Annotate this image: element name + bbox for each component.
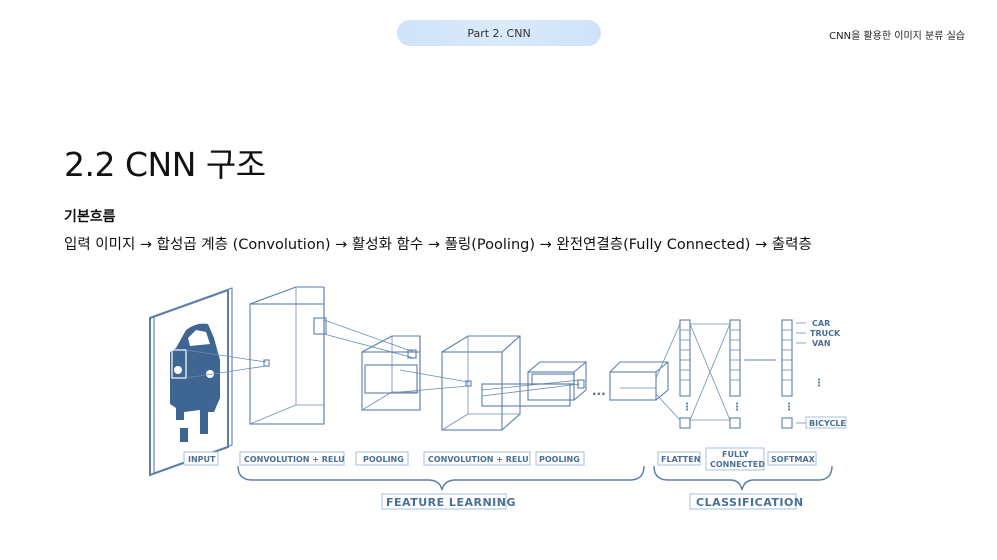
car-icon	[170, 323, 220, 442]
group-feature-learning: FEATURE LEARNING	[386, 496, 516, 509]
svg-text:⋮: ⋮	[814, 378, 824, 389]
svg-text:⋮: ⋮	[732, 402, 742, 413]
label-input: INPUT	[188, 455, 216, 464]
section-pill: Part 2. CNN	[397, 20, 601, 46]
fully-connected-column: ⋮	[729, 319, 742, 429]
classification-brace	[653, 465, 833, 491]
output-labels: CAR TRUCK VAN ⋮ BICYCLE	[796, 319, 847, 429]
svg-text:⋮: ⋮	[682, 402, 692, 413]
subheading: 기본흐름	[64, 209, 116, 225]
group-classification: CLASSIFICATION	[696, 496, 804, 509]
section-label: Part 2. CNN	[467, 26, 531, 40]
class-label-car: CAR	[812, 319, 830, 328]
conv1-block	[249, 286, 327, 425]
label-conv2: CONVOLUTION + RELU	[428, 455, 529, 464]
class-label-truck: TRUCK	[810, 329, 841, 338]
conv2-block	[441, 335, 571, 431]
stage-labels: INPUT CONVOLUTION + RELU POOLING CONVOLU…	[183, 447, 817, 471]
class-label-bicycle: BICYCLE	[809, 419, 846, 428]
softmax-column: ⋮	[781, 319, 794, 429]
label-softmax: SOFTMAX	[771, 455, 816, 464]
label-conv1: CONVOLUTION + RELU	[244, 455, 345, 464]
pool1-block	[361, 335, 421, 411]
class-label-van: VAN	[812, 339, 831, 348]
svg-text:⋮: ⋮	[784, 402, 794, 413]
pool2-block	[527, 361, 587, 401]
flatten-column: ⋮	[679, 319, 692, 429]
label-fully: FULLY	[722, 450, 749, 459]
flow-description: 입력 이미지 → 합성곱 계층 (Convolution) → 활성화 함수 →…	[64, 237, 812, 253]
label-connected: CONNECTED	[710, 460, 765, 469]
input-image	[149, 287, 233, 477]
label-pool1: POOLING	[363, 455, 404, 464]
feature-learning-brace	[237, 465, 645, 491]
label-flatten: FLATTEN	[661, 455, 700, 464]
slide-title: 2.2 CNN 구조	[64, 145, 266, 184]
svg-text:···: ···	[592, 387, 606, 401]
course-title: CNN을 활용한 이미지 분류 실습	[829, 31, 965, 42]
label-pool2: POOLING	[539, 455, 580, 464]
final-feature-block	[609, 361, 669, 401]
